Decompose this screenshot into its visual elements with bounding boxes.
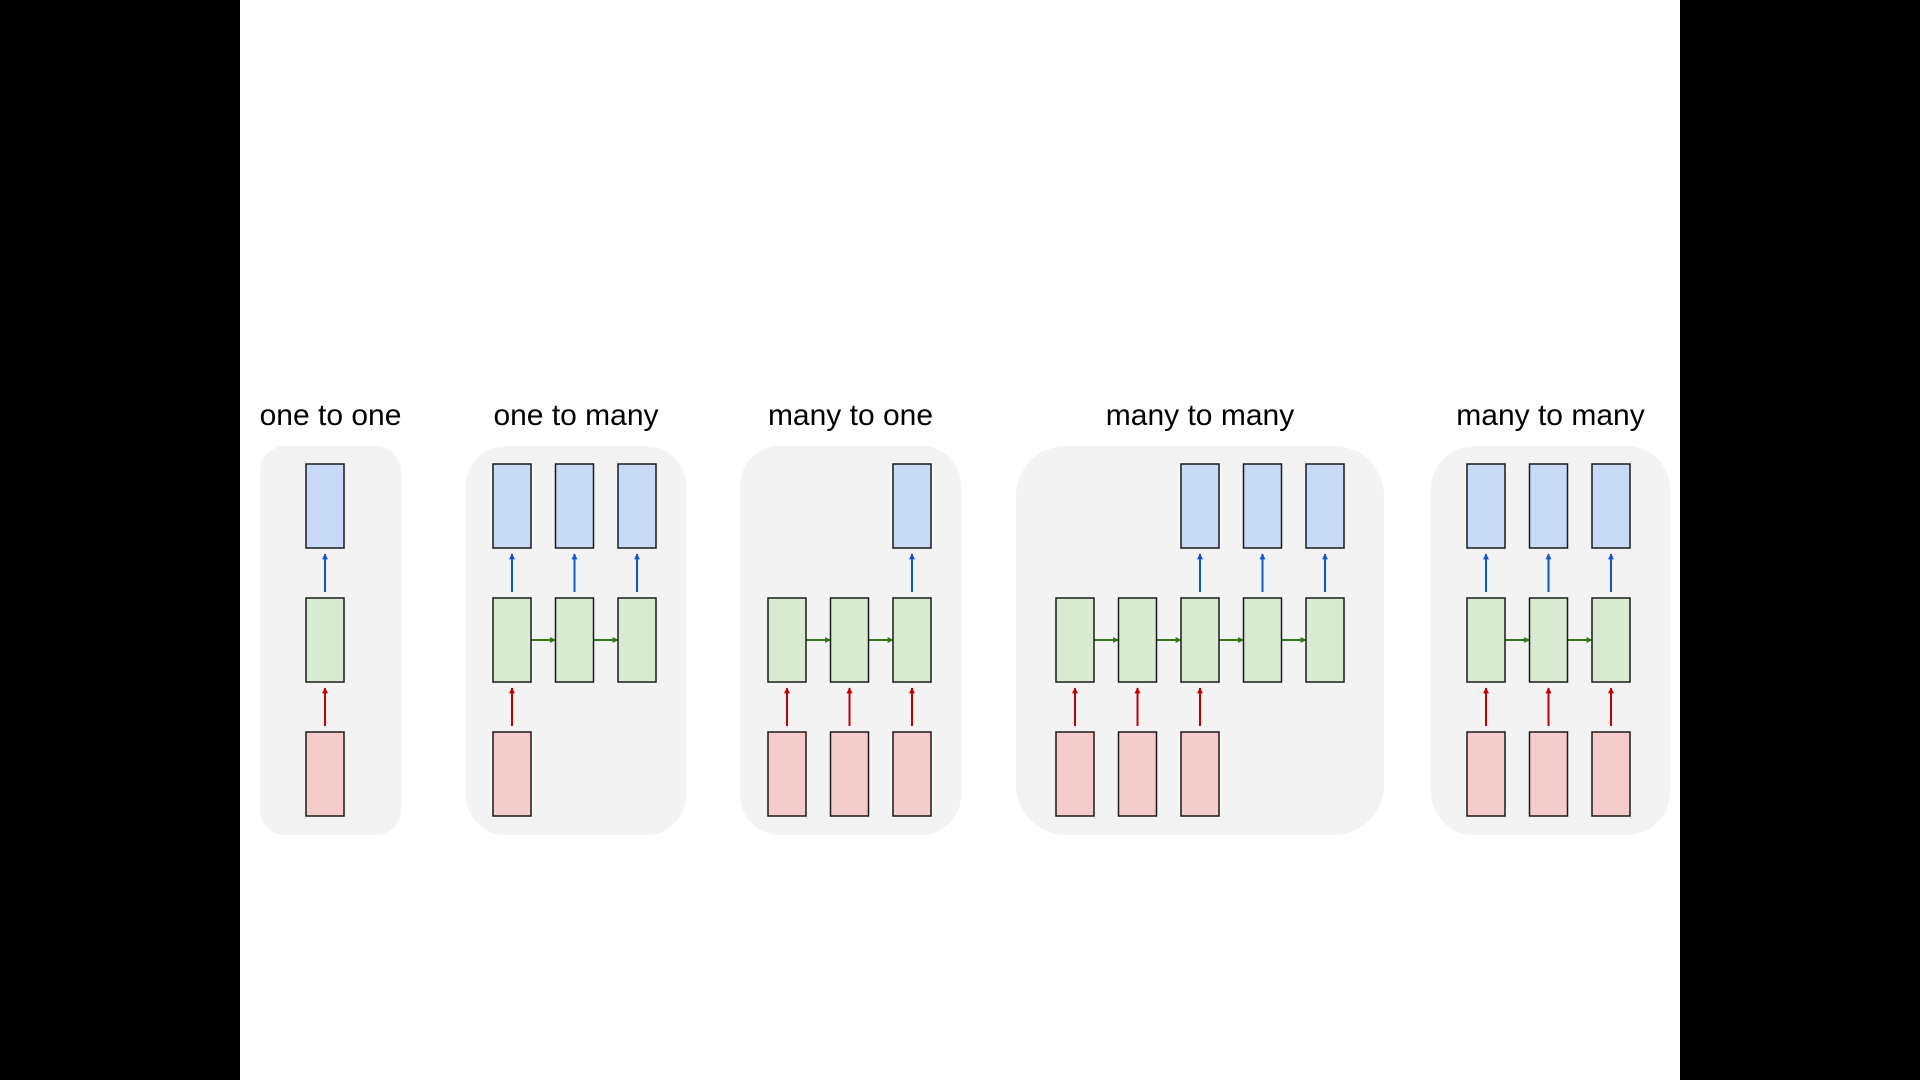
output-box [1466,463,1506,549]
output-box [1528,463,1569,549]
panel-title: one to many [493,399,658,432]
hidden-state-box [1305,597,1345,683]
hidden-state-box [1466,597,1506,683]
hidden-state-box [492,597,532,683]
input-box [1466,731,1506,817]
input-box [1591,731,1631,817]
panel-4: many to many [1016,399,1384,835]
hidden-state-box [1117,597,1158,683]
output-box [617,463,657,549]
output-box [492,463,532,549]
panel-1: one to one [260,399,402,835]
panel-title: many to many [1456,399,1644,432]
panel-title: many to many [1106,399,1294,432]
input-box [1117,731,1158,817]
hidden-state-box [1528,597,1569,683]
hidden-state-box [305,597,345,683]
input-box [305,731,345,817]
output-box [1242,463,1283,549]
input-box [767,731,807,817]
input-box [892,731,932,817]
hidden-state-box [1055,597,1095,683]
output-box [305,463,345,549]
hidden-state-box [1242,597,1283,683]
hidden-state-box [892,597,932,683]
hidden-state-box [767,597,807,683]
panel-3: many to one [740,399,961,835]
hidden-state-box [617,597,657,683]
input-box [492,731,532,817]
input-box [829,731,870,817]
input-box [1180,731,1220,817]
output-box [1591,463,1631,549]
slide: one to one one to many many to one many to … [240,0,1680,1080]
hidden-state-box [1180,597,1220,683]
input-box [1528,731,1569,817]
output-box [892,463,932,549]
output-box [1305,463,1345,549]
hidden-state-box [1591,597,1631,683]
panel-5: many to many [1431,399,1670,835]
output-box [554,463,595,549]
panel-title: one to one [260,399,402,432]
input-box [1055,731,1095,817]
hidden-state-box [554,597,595,683]
panel-2: one to many [466,399,686,835]
panel-title: many to one [768,399,933,432]
hidden-state-box [829,597,870,683]
output-box [1180,463,1220,549]
rnn-sequence-diagram: one to one one to many many to one many to … [260,399,1670,835]
